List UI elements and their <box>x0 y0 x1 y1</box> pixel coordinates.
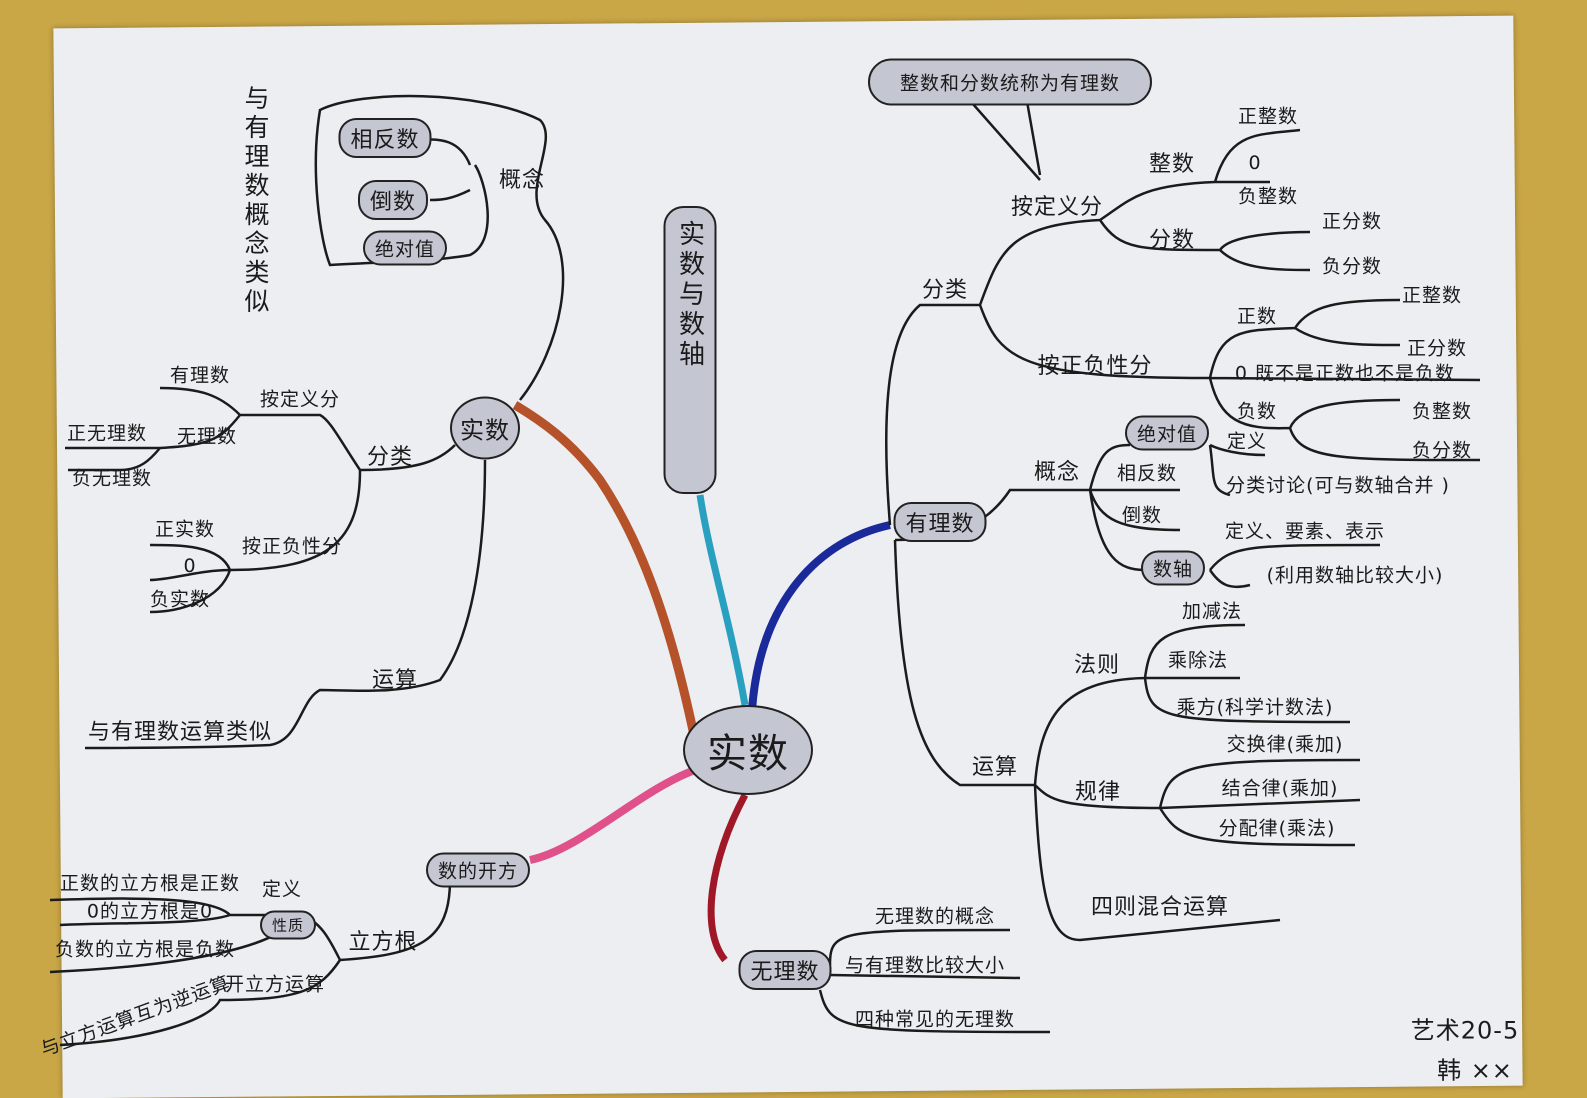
leaf: 正整数 <box>1401 284 1463 307</box>
node-fraction: 分数 <box>1148 228 1196 253</box>
leaf: 负分数 <box>1321 255 1383 278</box>
leaf: 乘方(科学计数法) <box>1176 696 1334 719</box>
leaf: 倒数 <box>1121 504 1163 527</box>
leaf: 0 <box>183 555 197 577</box>
leaf: 与有理数比较大小 <box>844 954 1006 977</box>
node-operations: 运算 <box>971 755 1019 780</box>
node-concept: 概念 <box>1033 460 1081 485</box>
node-by-definition: 按定义分 <box>1010 195 1104 220</box>
leaf: 定义、要素、表示 <box>1224 520 1386 543</box>
leaf: 分类讨论(可与数轴合并 ) <box>1226 474 1450 497</box>
node-by-definition: 按定义分 <box>259 388 341 411</box>
signature-name: 韩 ×× <box>1437 1056 1513 1085</box>
leaf: 0 <box>1248 152 1262 174</box>
node-operations: 运算 <box>371 668 419 693</box>
leaf: 正分数 <box>1321 210 1383 233</box>
title-real-numbers-and-axis: 实数与数轴 <box>663 206 717 494</box>
leaf: 负整数 <box>1237 185 1299 208</box>
node-laws: 规律 <box>1074 780 1122 805</box>
leaf: 负数的立方根是负数 <box>54 938 236 961</box>
node-positive: 正数 <box>1236 305 1278 328</box>
node-rational: 有理数 <box>893 502 987 542</box>
node-negative: 负数 <box>1236 400 1278 423</box>
node-absolute-value: 绝对值 <box>1124 415 1210 451</box>
leaf: 有理数 <box>169 364 231 387</box>
leaf: 加减法 <box>1181 600 1243 623</box>
branch-brown <box>512 401 700 741</box>
branch-red <box>707 793 749 963</box>
leaf: 0 既不是正数也不是负数 <box>1234 362 1456 385</box>
concept-item: 相反数 <box>338 118 432 158</box>
node-integer: 整数 <box>1148 152 1196 177</box>
node-real: 实数 <box>450 396 520 460</box>
leaf: 结合律(乘加) <box>1221 777 1339 800</box>
node-by-sign: 按正负性分 <box>241 535 343 558</box>
leaf: 四则混合运算 <box>1090 895 1230 920</box>
central-topic: 实数 <box>683 705 813 795</box>
leaf: 分配律(乘法) <box>1218 817 1336 840</box>
leaf: 0的立方根是0 <box>86 900 214 923</box>
branch-cyan <box>696 494 749 706</box>
node-cube-operation: 开立方运算 <box>224 973 326 996</box>
leaf: 负无理数 <box>71 467 153 490</box>
node-classify: 分类 <box>921 278 969 303</box>
leaf: 四种常见的无理数 <box>854 1008 1016 1031</box>
signature-class: 艺术20-5 <box>1410 1016 1520 1045</box>
node-number-axis: 数轴 <box>1140 550 1206 586</box>
concept-item: 倒数 <box>357 180 429 220</box>
node-irrational: 无理数 <box>738 950 832 990</box>
branch-navy <box>748 521 891 711</box>
branch-pink <box>529 766 697 864</box>
leaf: 负整数 <box>1411 400 1473 423</box>
node-rules: 法则 <box>1073 653 1121 678</box>
leaf: 正无理数 <box>66 422 148 445</box>
node-property: 性质 <box>259 910 317 940</box>
node-by-sign: 按正负性分 <box>1037 354 1153 379</box>
leaf: 正整数 <box>1237 105 1299 128</box>
node-classify: 分类 <box>366 445 414 470</box>
node-concept: 概念 <box>498 168 546 193</box>
leaf: (利用数轴比较大小) <box>1266 564 1444 587</box>
leaf: 相反数 <box>1116 462 1178 485</box>
concept-item: 绝对值 <box>362 230 448 266</box>
leaf: 正数的立方根是正数 <box>59 872 241 895</box>
node-roots: 数的开方 <box>425 852 531 888</box>
leaf: 负实数 <box>149 588 211 611</box>
leaf: 定义 <box>1226 430 1268 453</box>
note-similar-concepts: 与有理数概念类似 <box>241 85 270 317</box>
leaf: 乘除法 <box>1167 649 1229 672</box>
leaf: 与有理数运算类似 <box>87 720 273 745</box>
leaf: 无理数 <box>176 425 238 448</box>
node-definition: 定义 <box>261 878 303 901</box>
callout-rational-definition: 整数和分数统称为有理数 <box>867 58 1153 106</box>
leaf: 正分数 <box>1406 337 1468 360</box>
leaf: 负分数 <box>1411 439 1473 462</box>
node-cube-root: 立方根 <box>348 930 418 955</box>
leaf: 无理数的概念 <box>874 905 996 928</box>
leaf: 正实数 <box>154 518 216 541</box>
leaf: 交换律(乘加) <box>1226 733 1344 756</box>
